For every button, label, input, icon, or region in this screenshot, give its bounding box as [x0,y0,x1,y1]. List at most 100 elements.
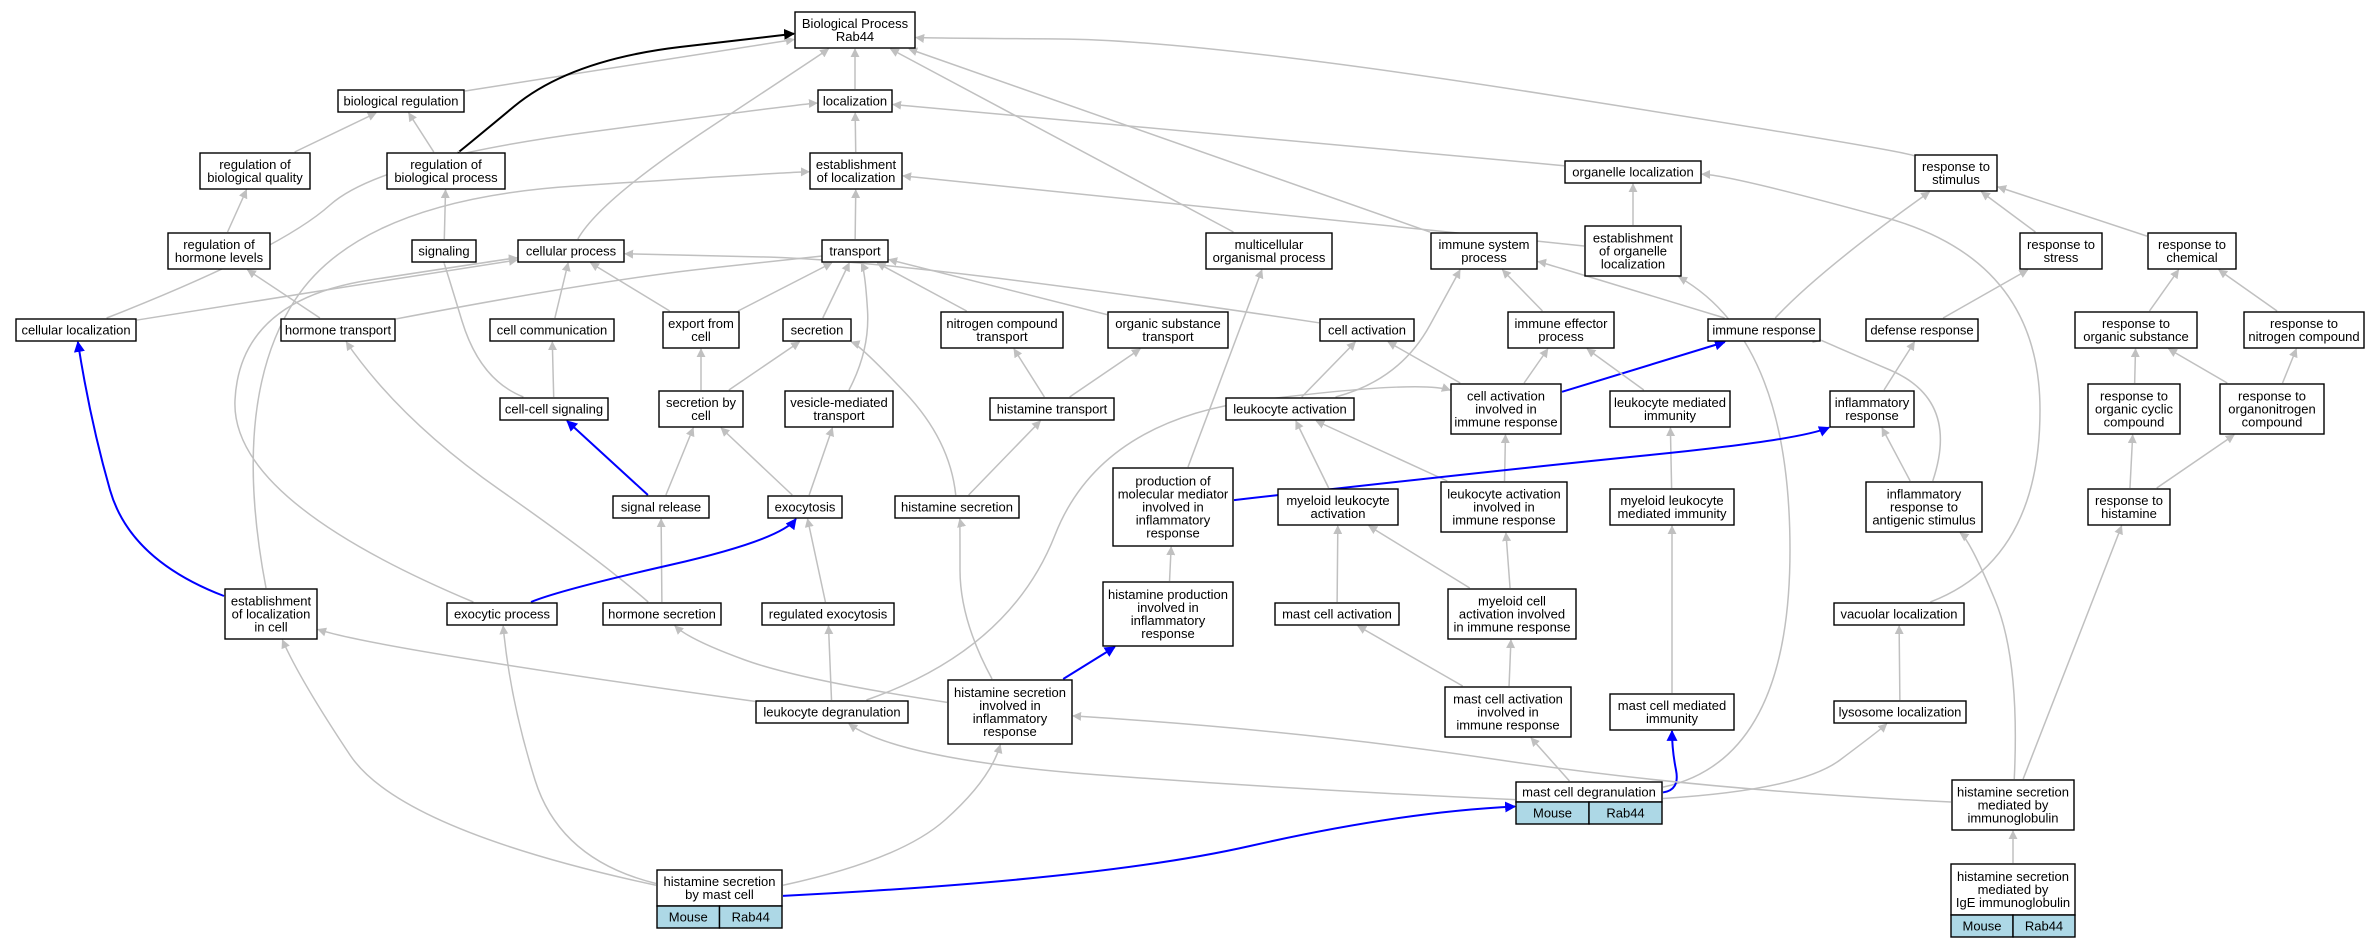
node-box [1225,397,1355,421]
edge-exocytosis-to-vesicle-mediated-transport [808,427,835,496]
node-label-line: inflammatory [1136,513,1211,528]
node-biological-regulation[interactable]: biological regulation [337,89,465,113]
node-label-line: transport [813,408,865,423]
node-histamine-secretion[interactable]: histamine secretion [894,495,1020,519]
node-box [784,390,894,428]
node-signal-release[interactable]: signal release [612,495,710,519]
node-leukocyte-degranulation[interactable]: leukocyte degranulation [755,700,909,724]
node-label-line: immune effector [1515,316,1609,331]
tag-cell-rab44 [1588,801,1663,825]
node-label-line: secretion by [666,395,737,410]
node-cell-activation[interactable]: cell activation [1319,318,1415,342]
node-exocytosis[interactable]: exocytosis [767,495,843,519]
node-histamine-transport[interactable]: histamine transport [989,397,1115,421]
tag-cell-rab44 [2012,914,2076,938]
node-immune-response[interactable]: immune response [1707,318,1821,342]
node-secretion[interactable]: secretion [782,318,852,342]
node-exocytic-process[interactable]: exocytic process [446,602,558,626]
edge-hormone-secretion-to-signal-release [656,518,666,603]
node-lysosome-localization[interactable]: lysosome localization [1833,700,1967,724]
edge-inflammatory-response-to-defense-response [1883,341,1916,391]
node-organelle-localization[interactable]: organelle localization [1564,160,1702,184]
node-signaling[interactable]: signaling [411,239,477,263]
node-label-line: myeloid leukocyte [1286,493,1389,508]
node-label-line: establishment [1593,231,1674,246]
node-box [1950,863,2076,916]
node-cell-cell-signaling[interactable]: cell-cell signaling [499,397,609,421]
node-label-line: response [983,724,1036,739]
node-cellular-localization[interactable]: cellular localization [15,318,137,342]
node-cell-communication[interactable]: cell communication [489,318,615,342]
node-mast-cell-activation[interactable]: mast cell activation [1274,602,1400,626]
node-transport[interactable]: transport [821,239,889,263]
node-label-line: hormone transport [285,323,392,338]
node-defense-response[interactable]: defense response [1865,318,1979,342]
node-label-line: transport [1142,329,1194,344]
node-regulated-exocytosis[interactable]: regulated exocytosis [761,602,895,626]
edge-histamine-secretion-immunoglobulin-to-histamine-secretion-inflammatory [1072,711,1952,803]
node-box [2087,488,2171,526]
node-label-line: histamine secretion [664,874,776,889]
node-box [280,318,396,342]
node-label-line: histamine secretion [1957,785,2069,800]
edge-cell-cell-signaling-to-signaling [439,254,524,398]
node-label-line: molecular mediator [1118,487,1229,502]
node-label-line: localization [823,94,887,109]
edge-immune-effector-process-to-immune-system-process [1501,269,1544,312]
node-hormone-secretion[interactable]: hormone secretion [602,602,722,626]
edge-regulation-of-biological-process-to-biological-regulation [408,112,435,153]
node-hormone-transport[interactable]: hormone transport [280,318,396,342]
node-leukocyte-activation[interactable]: leukocyte activation [1225,397,1355,421]
node-box [1829,390,1915,428]
node-vacuolar-localization[interactable]: vacuolar localization [1833,602,1965,626]
node-label-line: organismal process [1213,250,1326,265]
edge-exocytosis-to-secretion-by-cell [720,427,793,496]
edge-immune-system-process-to-root [908,47,1431,233]
node-cellular-process[interactable]: cellular process [517,239,625,263]
edge-regulation-of-biological-quality-to-biological-regulation [294,112,377,153]
node-label-line: response to [1922,159,1990,174]
edge-immune-response-to-response-to-stimulus [1774,191,1931,319]
node-localization[interactable]: localization [817,89,893,113]
